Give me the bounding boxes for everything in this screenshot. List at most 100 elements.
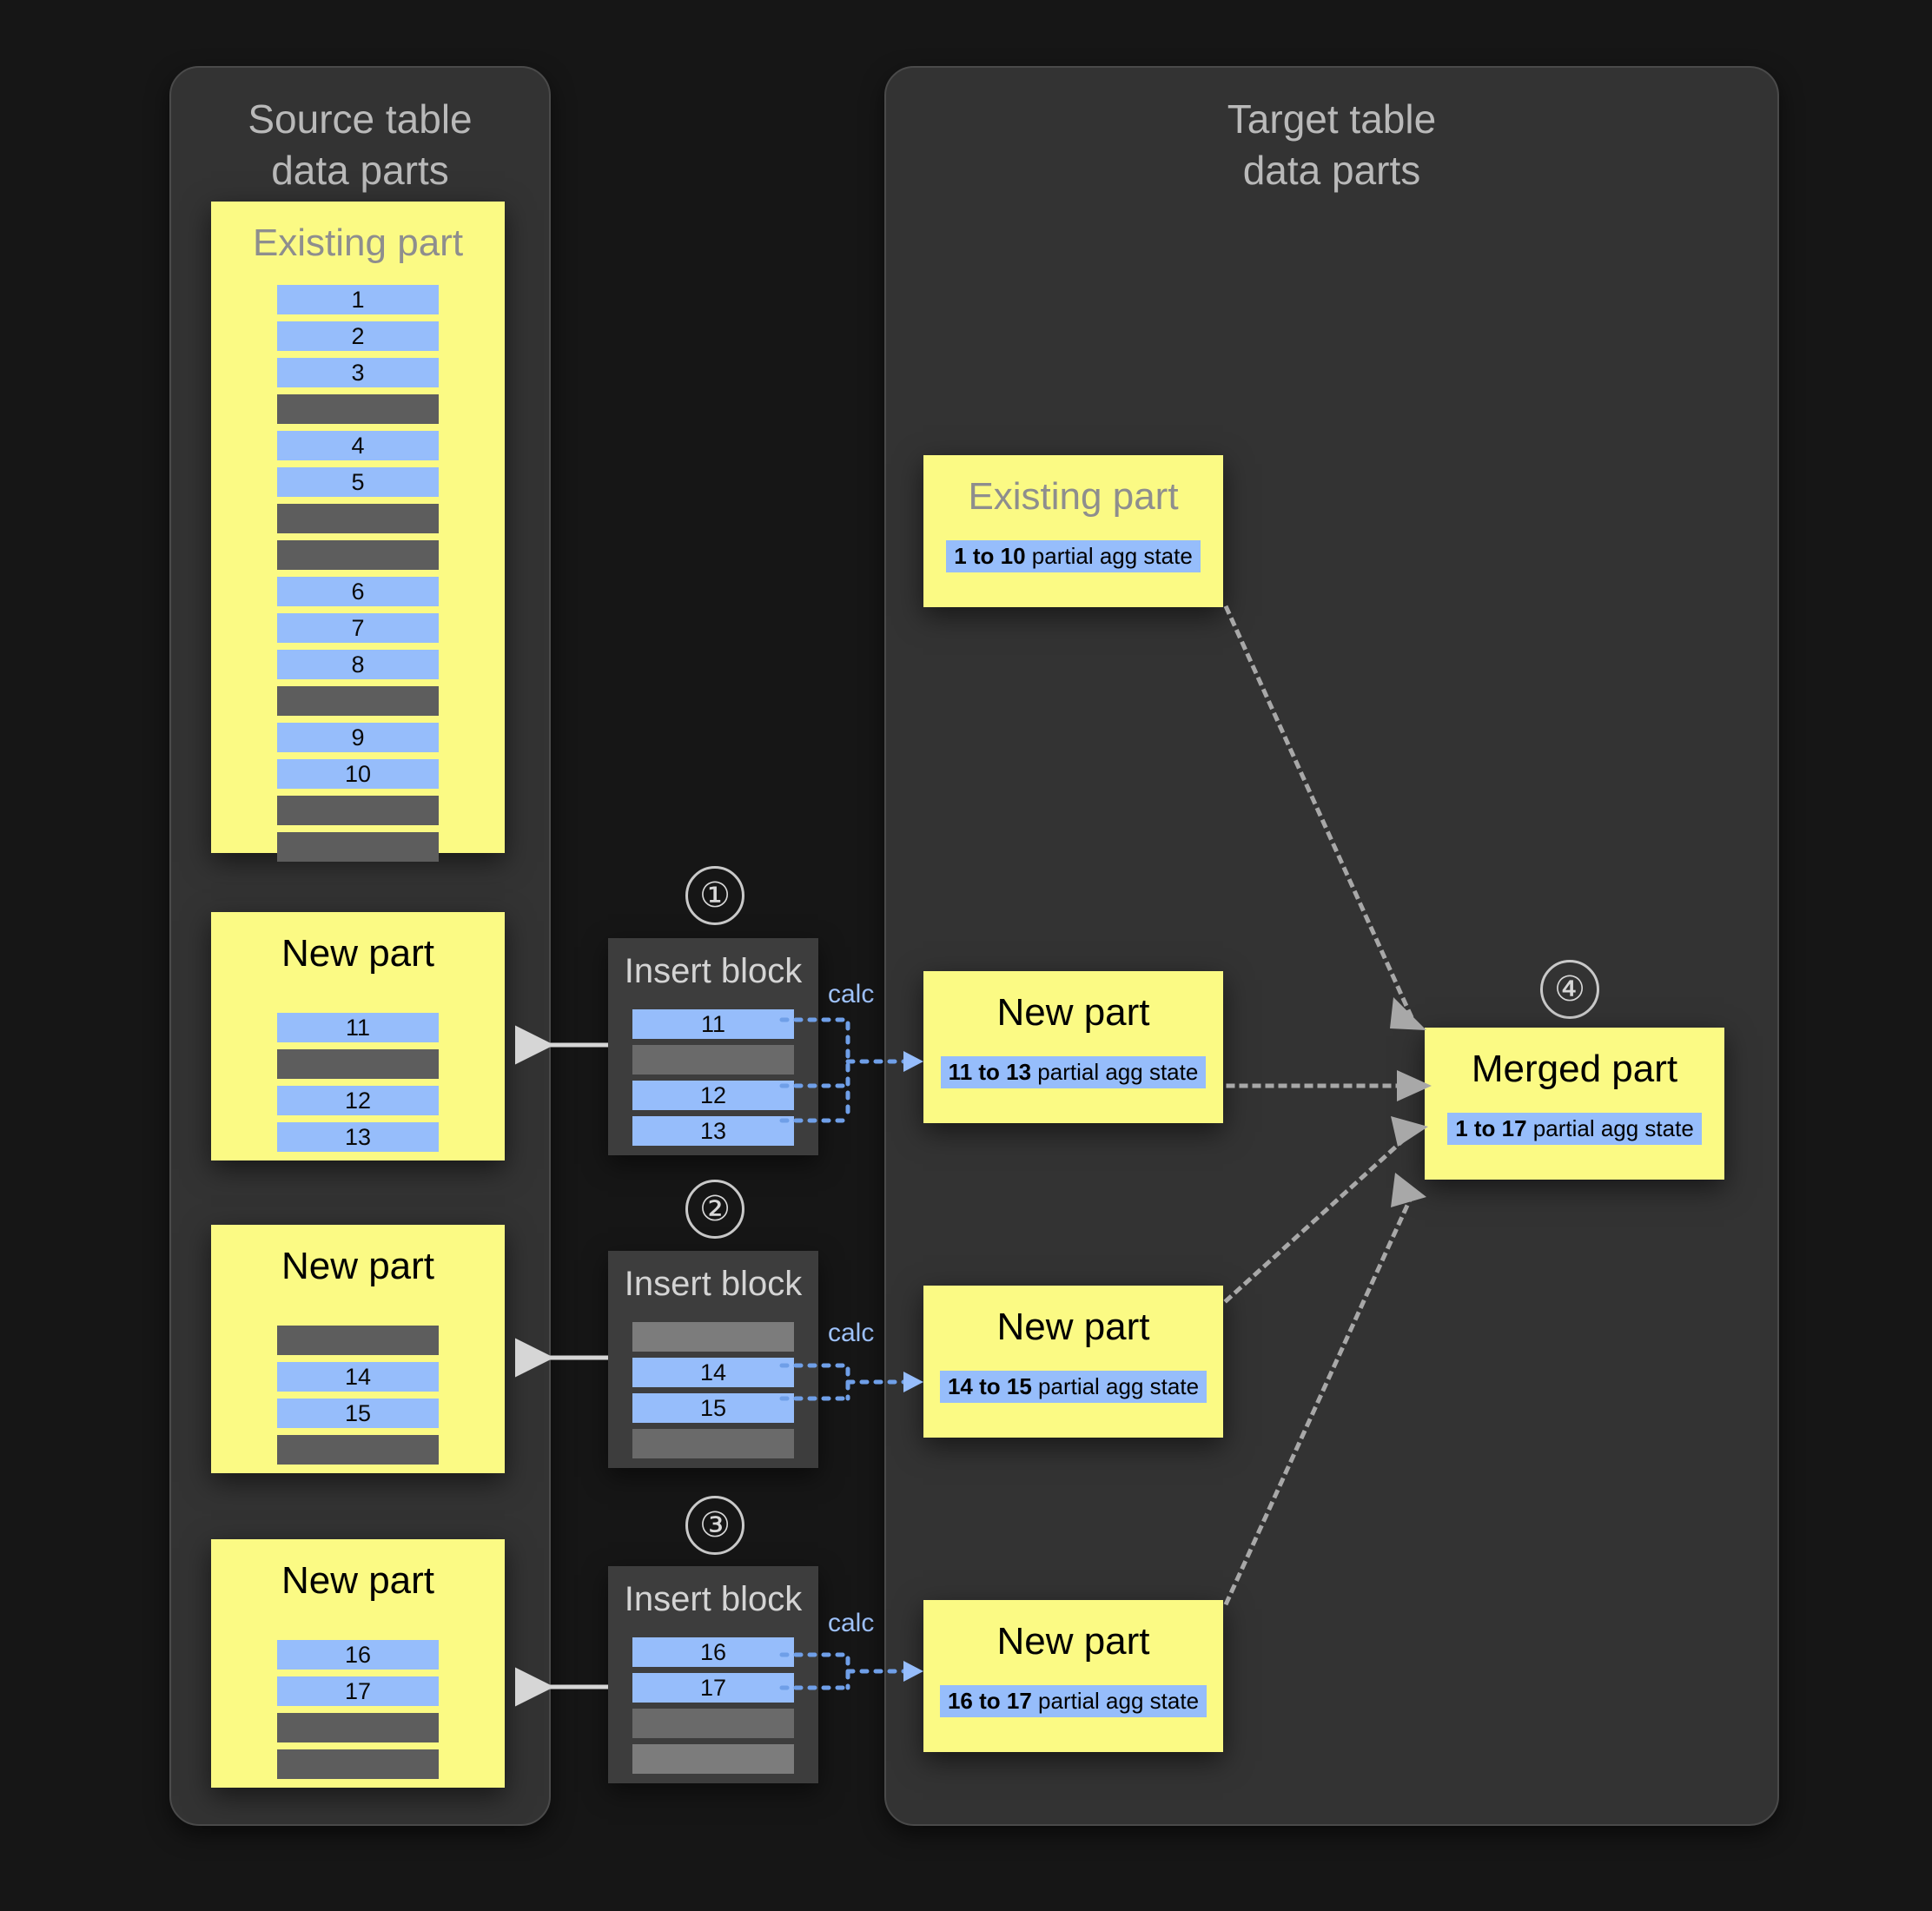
- source-new-part-2[interactable]: New part 14 15: [211, 1225, 505, 1473]
- source-new-part-1-rows: 11 12 13: [211, 973, 505, 1174]
- row: 15: [277, 1399, 439, 1428]
- row: 16: [632, 1637, 794, 1667]
- row: 6: [277, 577, 439, 606]
- source-new-part-3[interactable]: New part 16 17: [211, 1539, 505, 1788]
- source-new-part-2-rows: 14 15: [211, 1286, 505, 1487]
- agg-state-chip: 14 to 15 partial agg state: [939, 1371, 1208, 1403]
- source-new-part-2-title: New part: [281, 1245, 435, 1287]
- insert-block-1[interactable]: Insert block 11 12 13: [608, 938, 818, 1155]
- agg-state-range: 14 to 15: [947, 1373, 1032, 1399]
- source-new-part-1[interactable]: New part 11 12 13: [211, 912, 505, 1160]
- step-marker-4: ④: [1540, 960, 1599, 1019]
- row: 17: [632, 1673, 794, 1703]
- target-new-part-3[interactable]: New part 16 to 17 partial agg state: [923, 1600, 1223, 1752]
- row-empty: [632, 1744, 794, 1774]
- row: 7: [277, 613, 439, 643]
- target-new-part-2-title: New part: [996, 1306, 1150, 1348]
- target-merged-part-title: Merged part: [1471, 1048, 1678, 1090]
- row: 13: [632, 1116, 794, 1146]
- source-new-part-3-rows: 16 17: [211, 1600, 505, 1802]
- insert-block-2-title: Insert block: [624, 1265, 803, 1303]
- source-table-title: Source table data parts: [171, 94, 549, 196]
- row: 12: [632, 1081, 794, 1110]
- source-existing-part[interactable]: Existing part 1 2 3 4 5 6 7 8 9 10: [211, 202, 505, 862]
- insert-block-3[interactable]: Insert block 16 17: [608, 1566, 818, 1783]
- row-empty: [277, 796, 439, 825]
- row: 12: [277, 1086, 439, 1115]
- agg-state-chip: 16 to 17 partial agg state: [939, 1685, 1208, 1717]
- target-merged-part[interactable]: Merged part 1 to 17 partial agg state: [1425, 1028, 1724, 1180]
- source-existing-part-title: Existing part: [252, 222, 464, 264]
- insert-block-1-title: Insert block: [624, 952, 803, 990]
- row-empty: [277, 832, 439, 862]
- step-marker-1: ①: [685, 866, 744, 925]
- row: 11: [277, 1013, 439, 1042]
- agg-state-range: 16 to 17: [947, 1688, 1032, 1714]
- agg-state-text: partial agg state: [1526, 1115, 1694, 1141]
- insert-block-1-rows: 11 12 13: [608, 991, 818, 1166]
- row-empty: [277, 1435, 439, 1465]
- target-table-container: Target table data parts: [884, 66, 1779, 1826]
- row-empty: [277, 1713, 439, 1742]
- row: 13: [277, 1122, 439, 1152]
- row: 16: [277, 1640, 439, 1670]
- row-empty: [632, 1709, 794, 1738]
- agg-state-text: partial agg state: [1031, 1373, 1200, 1399]
- row: 5: [277, 467, 439, 497]
- insert-block-2-rows: 14 15: [608, 1304, 818, 1478]
- agg-state-chip: 11 to 13 partial agg state: [940, 1056, 1207, 1088]
- step-marker-2: ②: [685, 1180, 744, 1239]
- target-new-part-3-title: New part: [996, 1620, 1150, 1663]
- row: 14: [277, 1362, 439, 1392]
- target-title-line2: data parts: [1242, 147, 1421, 193]
- step-marker-3: ③: [685, 1496, 744, 1555]
- target-existing-part-state-wrap: 1 to 10 partial agg state: [923, 540, 1223, 572]
- row: 17: [277, 1676, 439, 1706]
- agg-state-chip: 1 to 10 partial agg state: [946, 540, 1201, 572]
- target-new-part-1-title: New part: [996, 991, 1150, 1034]
- agg-state-chip: 1 to 17 partial agg state: [1447, 1113, 1702, 1145]
- row-empty: [632, 1045, 794, 1075]
- target-new-part-1[interactable]: New part 11 to 13 partial agg state: [923, 971, 1223, 1123]
- target-existing-part[interactable]: Existing part 1 to 10 partial agg state: [923, 455, 1223, 607]
- calc-label-1: calc: [828, 980, 875, 1008]
- row: 10: [277, 759, 439, 789]
- row: 4: [277, 431, 439, 460]
- target-new-part-2-state-wrap: 14 to 15 partial agg state: [923, 1371, 1223, 1403]
- insert-block-2[interactable]: Insert block 14 15: [608, 1251, 818, 1468]
- row: 15: [632, 1393, 794, 1423]
- insert-block-3-title: Insert block: [624, 1580, 803, 1618]
- agg-state-range: 11 to 13: [948, 1059, 1032, 1085]
- row-empty: [277, 686, 439, 716]
- source-existing-part-rows: 1 2 3 4 5 6 7 8 9 10: [211, 262, 505, 884]
- calc-label-2: calc: [828, 1319, 875, 1347]
- row-empty: [277, 504, 439, 533]
- target-title-line1: Target table: [1227, 96, 1437, 142]
- target-new-part-2[interactable]: New part 14 to 15 partial agg state: [923, 1286, 1223, 1438]
- row-empty: [277, 1749, 439, 1779]
- agg-state-range: 1 to 10: [954, 543, 1026, 569]
- row: 9: [277, 723, 439, 752]
- agg-state-text: partial agg state: [1025, 543, 1193, 569]
- insert-block-3-rows: 16 17: [608, 1619, 818, 1794]
- source-new-part-1-title: New part: [281, 932, 435, 975]
- target-existing-part-title: Existing part: [968, 475, 1179, 518]
- row: 2: [277, 321, 439, 351]
- source-new-part-3-title: New part: [281, 1559, 435, 1602]
- agg-state-range: 1 to 17: [1455, 1115, 1527, 1141]
- row-empty: [277, 1049, 439, 1079]
- target-merged-part-state-wrap: 1 to 17 partial agg state: [1425, 1113, 1724, 1145]
- row: 3: [277, 358, 439, 387]
- row-empty: [277, 540, 439, 570]
- row: 8: [277, 650, 439, 679]
- agg-state-text: partial agg state: [1031, 1688, 1200, 1714]
- agg-state-text: partial agg state: [1031, 1059, 1199, 1085]
- row: 14: [632, 1358, 794, 1387]
- source-title-line2: data parts: [271, 147, 449, 193]
- row: 1: [277, 285, 439, 314]
- row: 11: [632, 1009, 794, 1039]
- row-empty: [277, 394, 439, 424]
- target-table-title: Target table data parts: [886, 94, 1777, 196]
- target-new-part-3-state-wrap: 16 to 17 partial agg state: [923, 1685, 1223, 1717]
